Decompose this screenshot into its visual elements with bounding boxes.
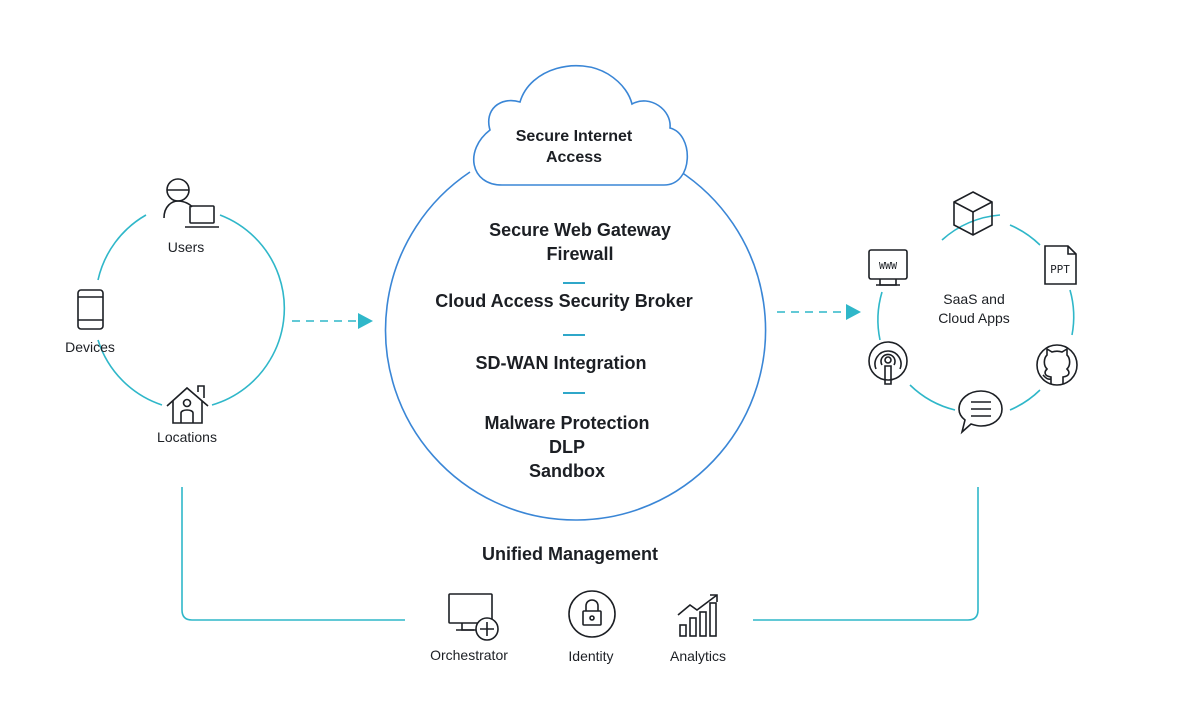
locations-label: Locations	[157, 429, 217, 445]
dlp-text: DLP	[549, 437, 585, 457]
chat-icon	[958, 390, 1003, 435]
management-bracket	[181, 487, 979, 621]
divider-3	[563, 392, 585, 394]
firewall-text: Firewall	[546, 244, 614, 264]
orchestrator-label: Orchestrator	[430, 647, 508, 663]
lock-icon	[568, 590, 616, 638]
malware-protection-text: Malware Protection	[484, 413, 650, 433]
cloud-title-line1: Secure Internet	[515, 128, 633, 145]
analytics-icon	[677, 594, 718, 637]
github-icon	[1036, 344, 1078, 386]
right-circle	[877, 214, 1075, 411]
www-text: WWW	[879, 261, 898, 272]
phone-icon	[77, 289, 104, 330]
users-icon	[163, 178, 219, 228]
cube-icon	[953, 191, 993, 236]
divider-2	[563, 334, 585, 336]
arrow-left-to-center	[292, 313, 373, 329]
left-circle	[97, 214, 286, 406]
sandbox-text: Sandbox	[528, 461, 605, 481]
secure-web-gateway-text: Secure Web Gateway	[489, 220, 671, 240]
ppt-text: PPT	[1050, 263, 1070, 276]
devices-label: Devices	[65, 339, 115, 355]
cloud-shape	[473, 65, 689, 186]
saas-label-line2: Cloud Apps	[938, 310, 1010, 326]
unified-management-title: Unified Management	[481, 544, 659, 564]
www-icon	[868, 249, 908, 286]
house-icon	[166, 385, 209, 424]
divider-1	[563, 282, 585, 284]
identity-label: Identity	[568, 648, 614, 664]
casb-text: Cloud Access Security Broker	[435, 291, 693, 311]
cloud-title-line2: Access	[545, 149, 603, 166]
sdwan-text: SD-WAN Integration	[475, 353, 647, 373]
arrow-center-to-right	[777, 304, 861, 320]
central-circle	[384, 169, 767, 521]
saas-label-line1: SaaS and	[943, 291, 1005, 307]
orchestrator-icon	[448, 593, 499, 641]
ppt-file-icon	[1044, 245, 1077, 285]
users-label: Users	[167, 239, 205, 255]
analytics-label: Analytics	[669, 648, 727, 664]
podcast-icon	[868, 341, 908, 385]
